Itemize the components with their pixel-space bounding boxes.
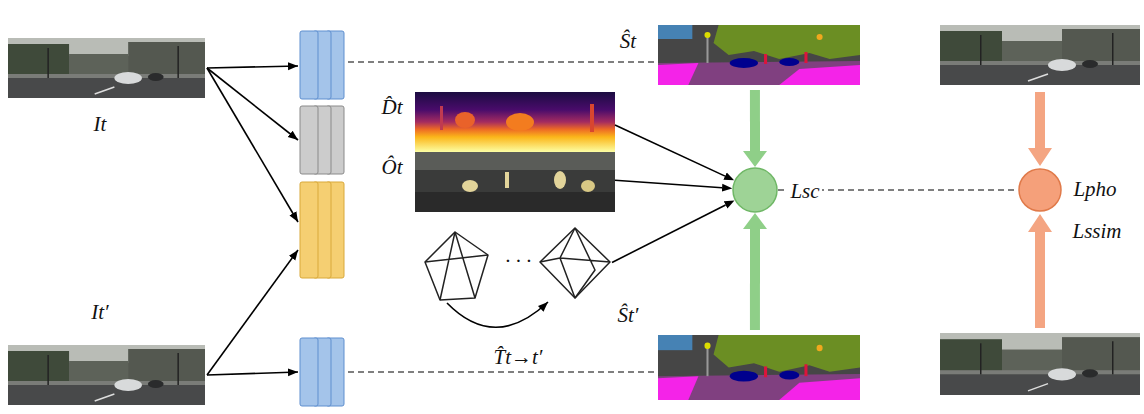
network-yellow xyxy=(300,182,344,278)
symbol-label: T̂t→t′ xyxy=(492,346,545,369)
input-image: It′ xyxy=(8,345,205,405)
ellipsis-label: · · · xyxy=(503,250,533,273)
depth-blob xyxy=(506,113,534,131)
network-blue-top xyxy=(300,31,344,99)
depth-blob xyxy=(440,106,443,130)
pose-solid xyxy=(425,232,488,300)
pose-edges xyxy=(540,228,610,298)
connector-arrow xyxy=(750,90,760,151)
network-layer xyxy=(300,182,318,278)
depth-output: D̂t xyxy=(415,92,615,152)
circle-outline xyxy=(1018,168,1062,212)
input-arrows xyxy=(207,66,298,375)
input-arrow xyxy=(207,68,298,140)
camera-pose xyxy=(425,232,488,300)
network-layer xyxy=(300,31,318,99)
network-layer xyxy=(300,338,318,406)
depth-blob xyxy=(455,112,475,128)
photo-frame xyxy=(940,25,1140,85)
pose-solid xyxy=(540,228,610,298)
photo-frame xyxy=(8,345,205,405)
occlusion-sky xyxy=(415,152,615,170)
input-arrow xyxy=(207,68,298,222)
camera-pose xyxy=(540,228,610,298)
connector-arrow xyxy=(612,205,726,263)
symbol-label: Lsc xyxy=(788,180,821,203)
dashed-line xyxy=(348,61,654,62)
occlusion-blob xyxy=(581,180,595,192)
segmentation-output: Ŝt′ xyxy=(658,335,860,400)
block-arrow xyxy=(1028,92,1052,166)
occlusion-output: Ôt xyxy=(415,152,615,212)
symbol-label: It′ xyxy=(89,301,110,324)
segmentation-map xyxy=(658,335,860,400)
circle-outline xyxy=(732,167,778,213)
input-arrow xyxy=(207,250,298,375)
segmentation-map xyxy=(658,25,860,85)
connector-arrow xyxy=(615,180,722,187)
occlusion-road xyxy=(415,192,615,212)
occlusion-blob xyxy=(462,180,478,192)
symbol-label: It xyxy=(92,113,109,136)
depth-map xyxy=(415,92,615,152)
symbol-label: D̂t xyxy=(380,96,405,119)
output-dashes xyxy=(348,62,654,372)
loss-circle-shape xyxy=(1019,169,1061,211)
symbol-label: Lssim xyxy=(1070,220,1123,243)
symbol-label: Ôt xyxy=(380,156,405,179)
symbol-label: Ŝt′ xyxy=(616,304,641,327)
loss-circle: Lsc xyxy=(732,167,778,213)
occlusion-map xyxy=(415,152,615,212)
network-blue-bottom xyxy=(300,338,344,406)
pose-output: T̂t→t′ xyxy=(415,222,615,372)
loss-circle: LphoLssim xyxy=(1018,168,1062,212)
depth-ground xyxy=(415,92,615,152)
network-gray xyxy=(300,106,344,174)
connector-arrow xyxy=(615,125,725,176)
block-arrow xyxy=(1028,214,1052,328)
occlusion-ground xyxy=(415,152,615,212)
occlusion-blob xyxy=(505,172,509,188)
dashed-line xyxy=(348,371,654,372)
photo-frame xyxy=(8,38,205,98)
input-arrow xyxy=(207,66,298,68)
segmentation-output: Ŝt xyxy=(658,25,860,85)
pose-transform-arrow xyxy=(447,302,548,327)
pose-edges xyxy=(425,232,488,300)
connector-arrow xyxy=(750,229,760,330)
network-layer xyxy=(300,106,318,174)
symbol-label: Lpho xyxy=(1071,178,1118,201)
input-arrow xyxy=(207,372,298,375)
photo-frame xyxy=(940,333,1140,395)
symbol-label: Ŝt xyxy=(618,30,638,53)
occlusion-blob xyxy=(554,171,566,189)
loss-circle-shape xyxy=(733,168,777,212)
depth-blob xyxy=(590,104,594,132)
input-image: It xyxy=(8,38,205,98)
